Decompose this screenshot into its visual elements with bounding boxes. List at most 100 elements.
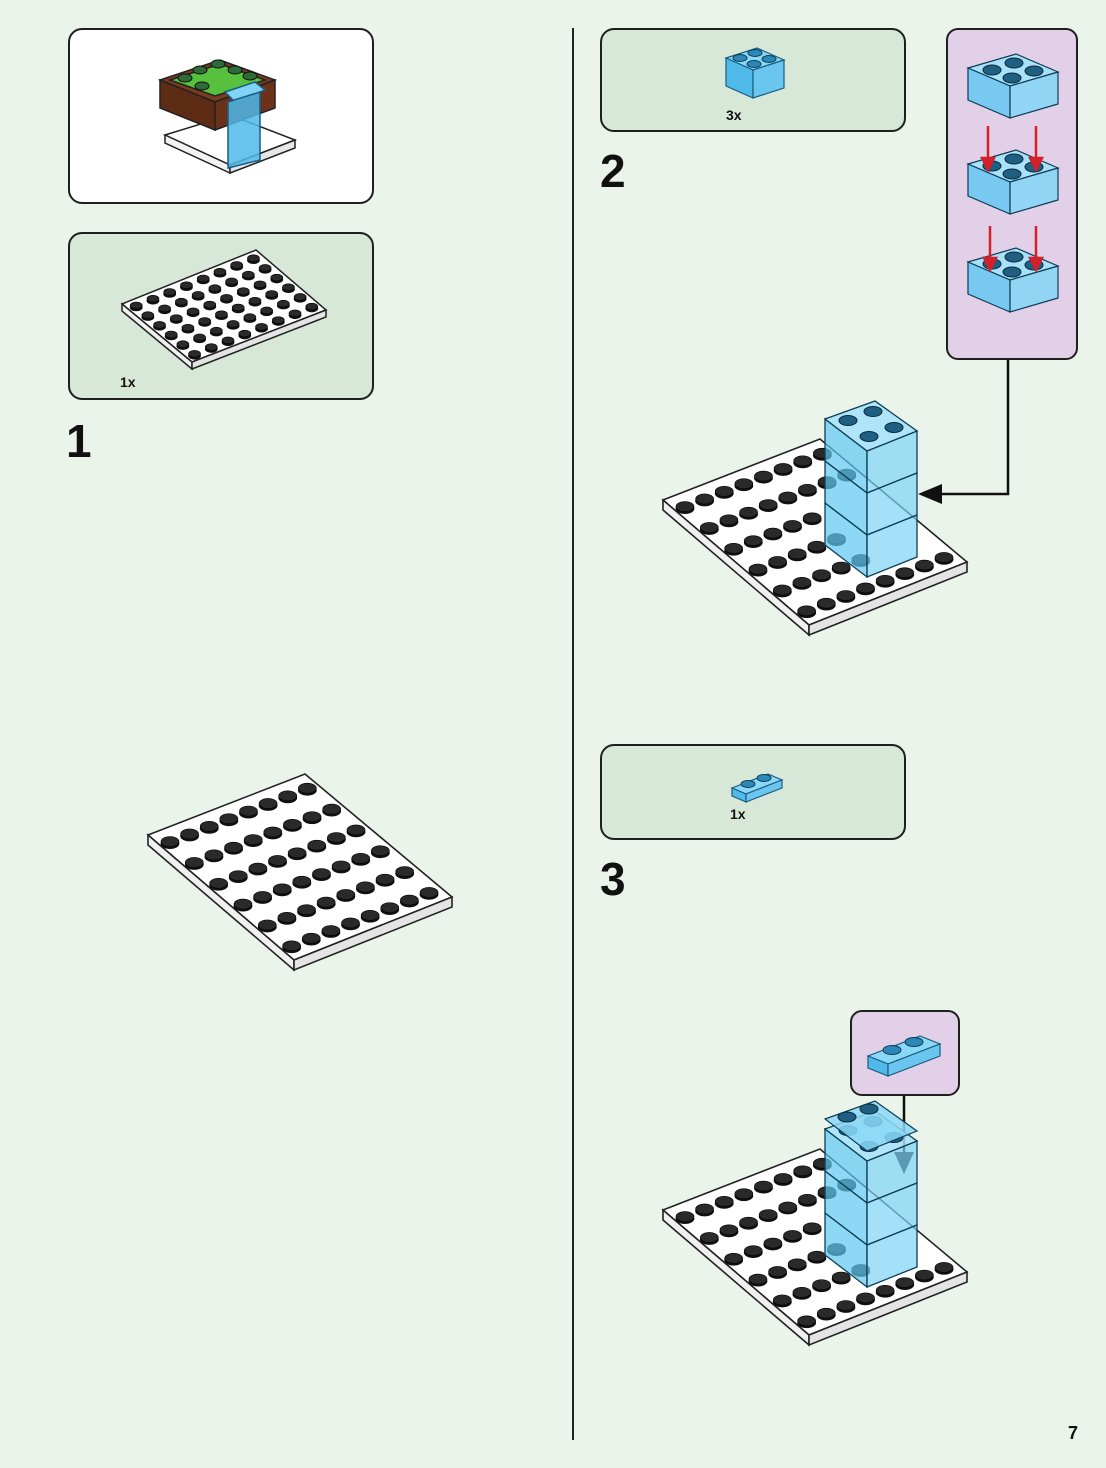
stud (792, 1287, 812, 1298)
stud (836, 590, 856, 601)
stud (129, 301, 143, 310)
stud (307, 839, 327, 851)
stud (288, 309, 302, 317)
stud (321, 925, 341, 936)
stud (302, 811, 322, 822)
stud (242, 270, 255, 279)
step-1-assembly-plate (146, 773, 454, 972)
stud (312, 868, 331, 879)
stud (204, 343, 218, 351)
stud (248, 297, 262, 305)
stud (793, 455, 813, 467)
stud (258, 798, 278, 809)
stud (175, 297, 188, 306)
plate-callout (850, 1010, 960, 1096)
stud (836, 1300, 856, 1311)
stud (802, 512, 822, 524)
stud (719, 1224, 739, 1236)
stud (787, 548, 807, 560)
stud (164, 330, 178, 339)
stud (700, 1232, 719, 1243)
stud (316, 896, 336, 908)
stud (748, 563, 768, 575)
stud (193, 333, 206, 342)
stud (213, 268, 227, 276)
stud (816, 597, 836, 609)
stud (856, 1292, 875, 1304)
stud (322, 803, 341, 815)
stud (203, 300, 217, 309)
stud (419, 887, 439, 898)
stud (224, 841, 243, 853)
stud (934, 1262, 954, 1273)
stud (875, 574, 895, 586)
stud (695, 1203, 714, 1215)
stud (895, 567, 915, 578)
stud (797, 1315, 816, 1327)
stud (773, 584, 792, 596)
stud (895, 1277, 915, 1288)
stud (191, 291, 205, 299)
stud (258, 264, 272, 272)
stud (773, 1294, 792, 1306)
stud (283, 819, 302, 830)
stud (734, 478, 754, 490)
stud (331, 860, 351, 872)
stud (734, 1188, 754, 1200)
finished-model-preview (68, 28, 374, 204)
stud (400, 894, 419, 906)
stud (248, 862, 268, 874)
stud (181, 324, 195, 332)
stud (236, 287, 250, 295)
stud (754, 470, 773, 482)
stud (714, 486, 734, 497)
finished-model-illustration (157, 59, 298, 175)
step-number-2: 2 (600, 145, 626, 197)
stud (287, 847, 307, 859)
stud (831, 1271, 851, 1283)
stud (221, 336, 235, 344)
stud (724, 1252, 743, 1264)
stud (714, 1196, 734, 1207)
stud (773, 463, 793, 474)
step-3-assembly (661, 1100, 969, 1347)
stud (238, 329, 252, 338)
stud (743, 535, 763, 546)
stud (301, 932, 321, 944)
stud (226, 320, 240, 328)
stud (783, 1230, 802, 1241)
stud (793, 1165, 813, 1177)
stud (797, 605, 816, 617)
part-quantity: 1x (730, 806, 746, 822)
stud (812, 569, 831, 580)
stud (243, 313, 257, 321)
stud (196, 274, 210, 283)
stud (802, 1222, 822, 1234)
stacking-callout (946, 28, 1078, 360)
stud (395, 866, 414, 877)
three-bricks-stacking-illustration (966, 53, 1060, 313)
stud (268, 855, 287, 866)
stud (225, 277, 238, 286)
stud (816, 1307, 836, 1319)
stud (700, 522, 719, 533)
stud (695, 493, 714, 505)
stud (209, 877, 228, 889)
stud (292, 875, 312, 887)
stud (169, 314, 183, 322)
plate-1x2-trans-blue-part-icon (730, 773, 784, 803)
page-number: 7 (1067, 1423, 1078, 1443)
stud (768, 556, 787, 567)
stud (265, 290, 279, 298)
stud (230, 261, 244, 269)
step-3-parts-panel: 1x (600, 744, 906, 840)
stud (228, 870, 248, 881)
stud (758, 1209, 778, 1220)
stud (176, 340, 190, 348)
stud (915, 559, 934, 571)
stud (305, 302, 319, 311)
stud (807, 540, 827, 552)
stud (297, 904, 316, 915)
stud (341, 917, 360, 929)
stud (360, 909, 380, 921)
